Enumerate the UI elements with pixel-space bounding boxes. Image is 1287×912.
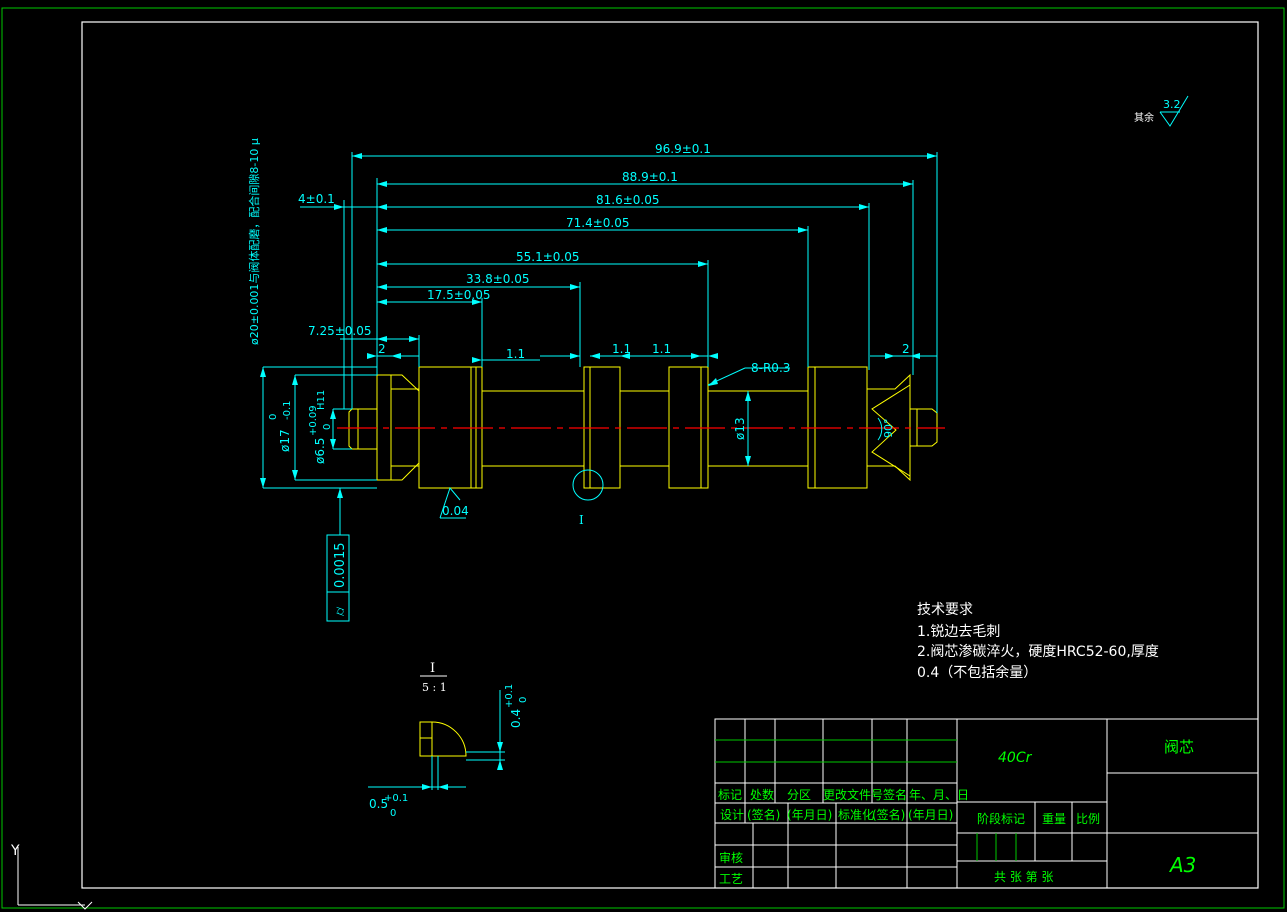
ucs-axis-icon [17, 847, 93, 910]
dim-dia-13: ø13 [733, 417, 747, 440]
dim-roughness: 0.04 [442, 504, 469, 518]
part-name: 阀芯 [1164, 738, 1194, 756]
header-mark: 标记 [718, 788, 742, 802]
tech-title: 技术要求 [917, 602, 973, 618]
dim-96-9: 96.9±0.1 [655, 142, 711, 156]
drawing-frame [81, 21, 1259, 889]
detail-dim-height-tol-bottom: 0 [518, 697, 529, 703]
dim-17-5: 17.5±0.05 [427, 288, 491, 302]
detail-view-scale: 5 : 1 [422, 681, 447, 694]
dim-groove-2: 1.1 [612, 342, 631, 356]
std-sign: (签名) [872, 807, 905, 822]
dim-angle: 90° [882, 419, 895, 439]
title-block-grid-green [715, 739, 1017, 861]
dim-7-25: 7.25±0.05 [308, 324, 372, 338]
stage-mark: 阶段标记 [977, 811, 1025, 826]
cylindricity-value: 0.0015 [333, 543, 348, 589]
design-label: 设计 [720, 808, 744, 822]
tech-line-1: 1.锐边去毛刺 [917, 624, 1000, 640]
dim-vertical-note: ø20±0.001与阀体配磨，配合间隙8-10 μ [247, 138, 261, 345]
dim-radius: 8-R0.3 [751, 361, 790, 375]
surface-finish-label: 其余 [1134, 111, 1154, 124]
dim-81-6: 81.6±0.05 [596, 193, 660, 207]
surface-finish: 其余 3.2 [1134, 95, 1189, 127]
design-sign: (签名) [747, 807, 780, 822]
dim-groove-1: 1.1 [506, 347, 525, 361]
detail-circle[interactable] [572, 469, 604, 501]
detail-dim-height: 0.4 [509, 709, 523, 728]
title-block-texts: 40Cr 阀芯 A3 标记 处数 分区 更改文件号 签名 年、月、日 设计 (签… [718, 738, 1196, 886]
dim-gap-left: 2 [378, 342, 386, 356]
cylindricity-symbol: ⌭ [333, 606, 348, 616]
dim-groove-3: 1.1 [652, 342, 671, 356]
detail-view-label: I [430, 661, 435, 676]
detail-dim-width: 0.5 [369, 797, 388, 811]
weight-label: 重量 [1042, 812, 1066, 826]
outer-border [1, 7, 1285, 909]
process-label: 工艺 [719, 872, 743, 886]
dim-dia-17-tol-bottom: -0.1 [282, 400, 293, 420]
std-date: (年月日) [908, 808, 953, 822]
dim-33-8: 33.8±0.05 [466, 272, 530, 286]
title-block[interactable] [714, 718, 1259, 889]
header-zone: 分区 [787, 788, 811, 802]
dim-dia-65-tol-zero: 0 [322, 424, 333, 430]
dim-dia-65: ø6.5 [313, 438, 327, 464]
arrowheads [260, 153, 937, 498]
detail-dim-width-tol-top: +0.1 [384, 793, 408, 804]
standardization: 标准化 [838, 808, 874, 822]
design-date: (年月日) [787, 808, 832, 822]
detail-dim-height-tol-top: +0.1 [504, 684, 515, 708]
scale-label: 比例 [1076, 812, 1100, 826]
detail-dim-width-tol-bottom: 0 [390, 808, 396, 819]
dim-55-1: 55.1±0.05 [516, 250, 580, 264]
detail-view[interactable]: I 5 : 1 0.4 +0.1 0 0.5 +0.1 0 [368, 661, 529, 819]
dim-dia-17: ø17 [278, 429, 292, 452]
dimension-lines [262, 152, 938, 622]
ucs-axis-label: Y [10, 843, 20, 859]
header-date: 年、月、日 [909, 788, 969, 802]
dim-dia-17-tol-top: 0 [268, 414, 279, 420]
tech-line-3: 0.4（不包括余量） [917, 664, 1037, 681]
material: 40Cr [998, 750, 1033, 766]
tech-requirements: 技术要求 1.锐边去毛刺 2.阀芯渗碳淬火，硬度HRC52-60,厚度 0.4（… [917, 602, 1159, 681]
dim-dia-65-tol: +0.09 [308, 405, 319, 436]
dim-88-9: 88.9±0.1 [622, 170, 678, 184]
dim-dia-65-fit: H11 [316, 390, 327, 410]
tech-line-2: 2.阀芯渗碳淬火，硬度HRC52-60,厚度 [917, 644, 1159, 660]
sheet-size: A3 [1168, 853, 1196, 877]
detail-marker: I [579, 513, 584, 527]
dim-gap-right: 2 [902, 342, 910, 356]
sheets-label: 共 张 第 张 [994, 870, 1053, 884]
dimension-texts: 96.9±0.1 88.9±0.1 81.6±0.05 71.4±0.05 55… [247, 138, 910, 616]
dim-71-4: 71.4±0.05 [566, 216, 630, 230]
header-sign: 签名 [883, 787, 907, 802]
review-label: 审核 [719, 850, 743, 865]
dim-4: 4±0.1 [298, 192, 335, 206]
header-change-doc: 更改文件号 [823, 787, 883, 802]
surface-finish-value: 3.2 [1163, 98, 1181, 111]
header-count: 处数 [750, 787, 774, 802]
